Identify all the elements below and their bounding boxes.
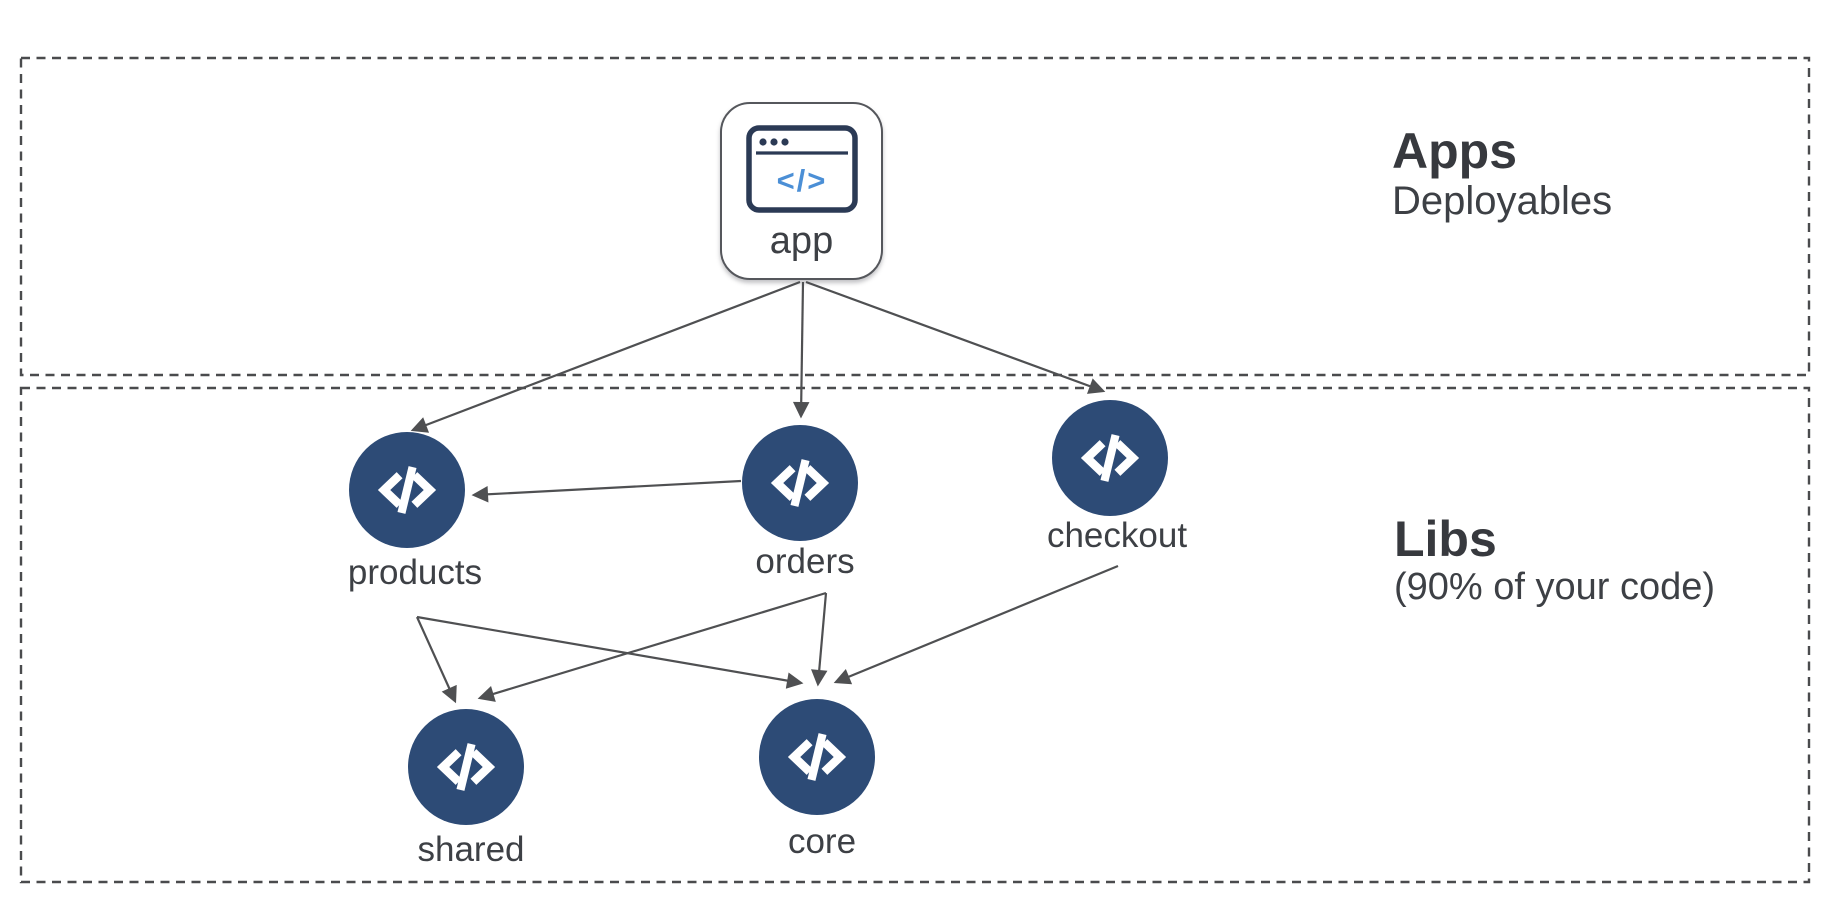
node-shared-label: shared [417,830,525,869]
edges-group [410,280,1119,704]
code-glyph-text: </> [776,163,827,198]
code-icon [436,743,496,791]
edge-app-checkout [805,280,1106,394]
libs-region-title: Libs [1394,511,1497,567]
node-core-label: core [787,822,857,861]
libs-region-caption: Libs (90% of your code) [1394,512,1715,609]
node-app-label: app [769,220,834,262]
edge-app-orders [792,281,810,419]
node-shared [408,709,524,825]
libs-region-subtitle: (90% of your code) [1394,566,1716,608]
libs-region-box [19,386,1811,884]
edge-orders-products [471,479,742,503]
edge-app-products [410,280,801,433]
code-icon [1080,434,1140,482]
node-products [349,432,465,548]
apps-region-title: Apps [1392,123,1517,179]
edge-products-core [416,615,804,689]
apps-region-subtitle: Deployables [1392,179,1613,223]
code-icon [377,466,437,514]
node-products-label: products [347,553,483,592]
node-checkout-label: checkout [1046,516,1188,555]
edge-checkout-core [833,564,1119,685]
code-icon [787,733,847,781]
code-icon [770,459,830,507]
node-app: </> app [720,102,883,280]
node-orders [742,425,858,541]
node-core [759,699,875,815]
edge-products-shared [415,616,457,704]
browser-code-icon: </> [745,125,858,213]
node-orders-label: orders [755,542,855,581]
node-checkout [1052,400,1168,516]
apps-region-caption: Apps Deployables [1392,123,1613,224]
apps-region-box [19,56,1811,377]
edge-orders-core [811,592,828,687]
edge-orders-shared [477,591,827,702]
